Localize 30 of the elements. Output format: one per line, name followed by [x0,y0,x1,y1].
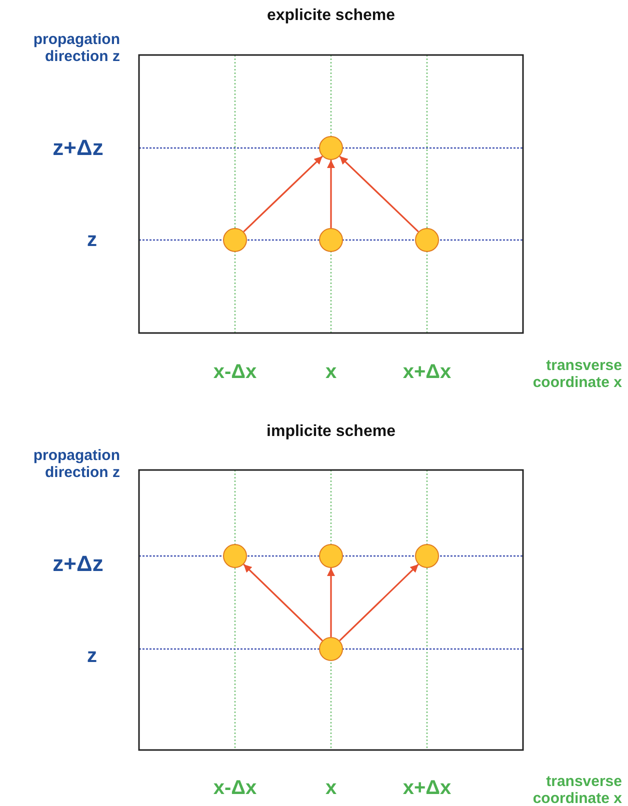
panel-title: explicite scheme [266,7,396,25]
axis-title: propagation direction z [32,448,120,481]
grid-point-circle [319,228,343,252]
arrow [339,156,419,232]
axis-title: transverse coordinate x [532,358,622,391]
tick-label: x [325,361,337,383]
axis-title: transverse coordinate x [532,774,622,806]
tick-label: z [87,229,97,251]
tick-label: x+Δx [402,777,452,799]
panel-title: implicite scheme [266,423,396,441]
grid-point-circle [415,228,439,252]
grid-point-circle [223,228,247,252]
tick-label: x [325,777,337,799]
arrow [243,564,323,642]
grid-point-circle [319,637,343,661]
arrow [327,160,335,228]
arrow [339,564,419,642]
tick-label: z+Δz [52,136,104,160]
grid-point-circle [319,544,343,568]
grid-point-circle [415,544,439,568]
grid-point-circle [319,136,343,160]
tick-label: x-Δx [213,777,257,799]
arrow [327,568,335,637]
grid-point-circle [223,544,247,568]
axis-title: propagation direction z [32,32,120,65]
arrow [243,156,323,232]
tick-label: x+Δx [402,361,452,383]
tick-label: x-Δx [213,361,257,383]
tick-label: z+Δz [52,552,104,576]
tick-label: z [87,645,97,667]
